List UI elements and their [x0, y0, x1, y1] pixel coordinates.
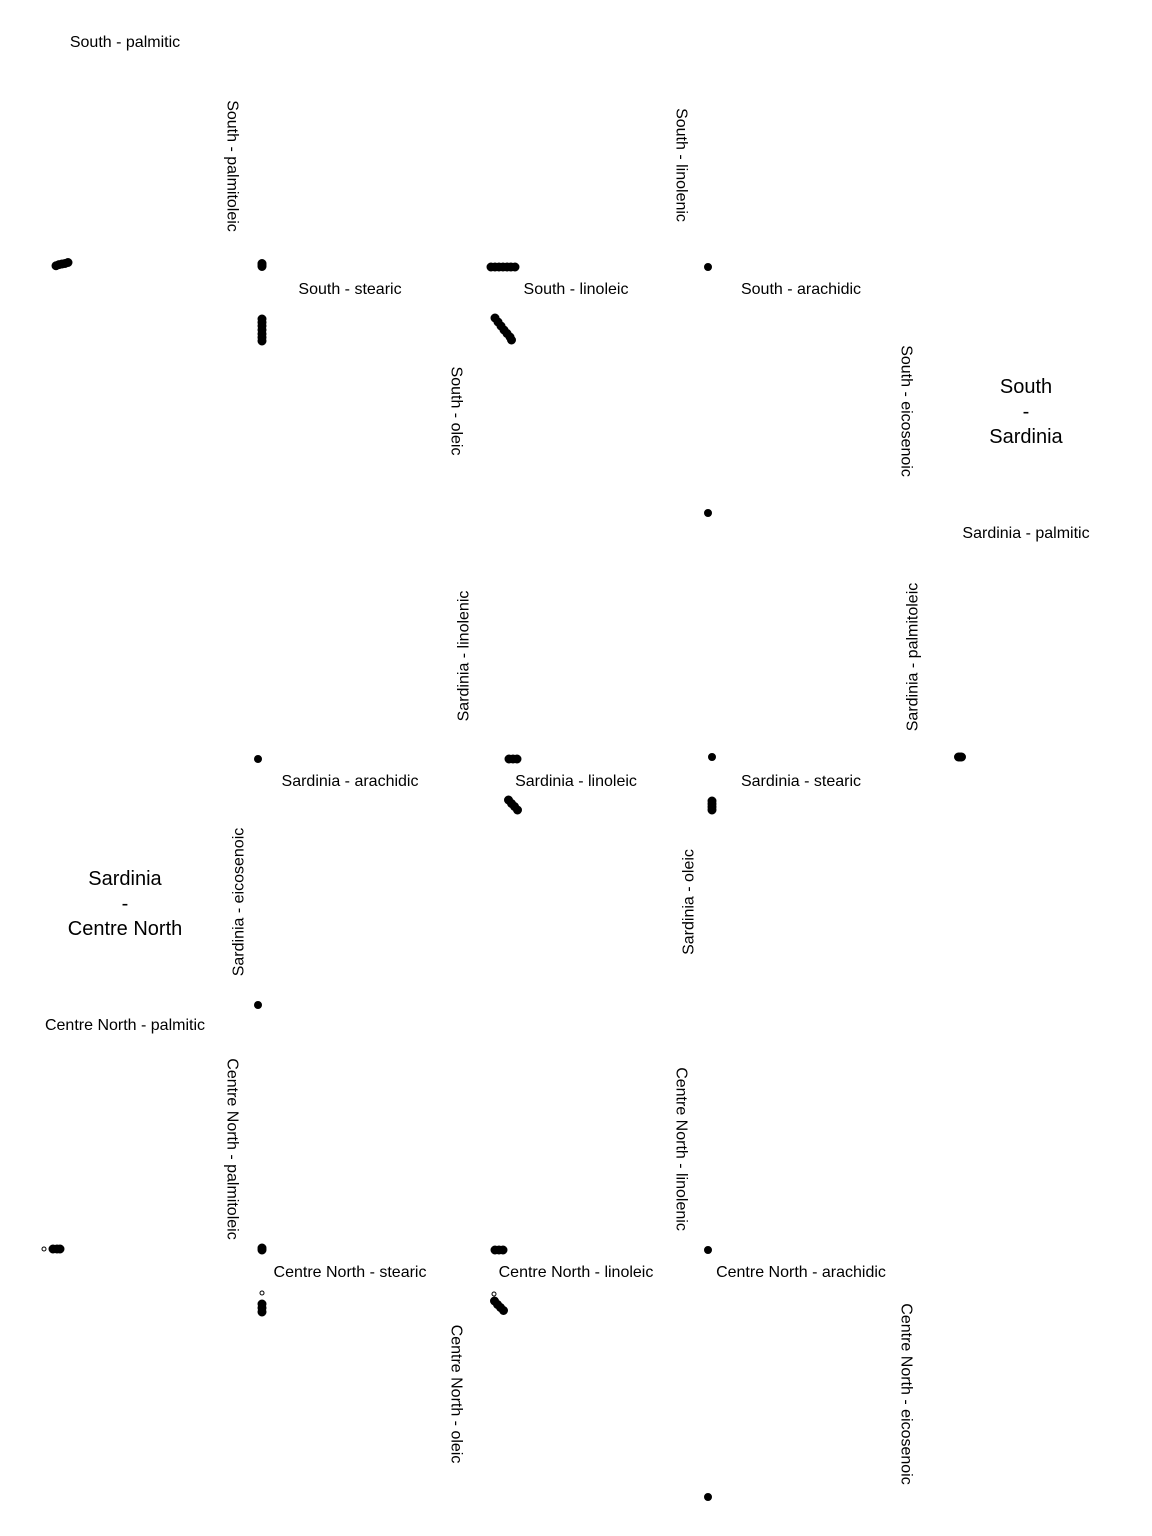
sardinia-block: Sardinia - palmitic Sardinia - palmitole…: [68, 525, 1090, 1009]
south-stearic-label: South - stearic: [298, 281, 401, 298]
centre-north-palmitoleic-label: Centre North - palmitoleic: [223, 1058, 240, 1239]
south-arachidic-label: South - arachidic: [741, 281, 861, 298]
south-eicosenoic-label: South - eicosenoic: [897, 345, 914, 477]
data-point: [512, 754, 522, 764]
centre-north-cluster-stearic-oleic: [257, 1290, 267, 1317]
sardinia-point-clusters: [254, 752, 966, 1009]
centre-north-linoleic-label: Centre North - linoleic: [499, 1264, 654, 1281]
outlier-point: [259, 1290, 265, 1296]
centre-north-palmitic-label: Centre North - palmitic: [45, 1017, 205, 1034]
data-point: [254, 1001, 262, 1009]
south-cluster-palmitoleic-stearic: [257, 259, 267, 271]
sardinia-cluster-palmitic-palmitoleic: [954, 752, 966, 762]
data-point: [513, 805, 522, 815]
south-palmitic-label: South - palmitic: [70, 34, 180, 51]
south-cluster-oleic-linoleic-top: [486, 262, 520, 272]
data-point: [704, 509, 712, 517]
block-title-line: -: [122, 893, 129, 915]
south-cluster-palmitic-palmitoleic: [51, 258, 73, 271]
south-point-clusters: [51, 258, 712, 517]
south-cluster-arachidic-eicosenoic: [704, 509, 712, 517]
data-point: [510, 262, 520, 272]
south-block: South - palmitic South - palmitoleic Sou…: [51, 34, 1064, 517]
data-point: [957, 752, 966, 762]
block-title-line: Sardinia: [88, 868, 162, 890]
block-title-line: Centre North: [68, 918, 183, 940]
centre-north-cluster-linolenic-arachidic: [704, 1246, 712, 1254]
data-point: [704, 1246, 712, 1254]
centre-north-cluster-arachidic-eicosenoic: [704, 1493, 712, 1501]
data-point: [498, 1245, 508, 1255]
sardinia-cluster-arachidic-eicosenoic: [254, 1001, 262, 1009]
centre-north-oleic-label: Centre North - oleic: [447, 1325, 464, 1464]
data-point: [704, 263, 712, 271]
data-point: [257, 1307, 267, 1317]
data-point: [257, 336, 267, 346]
block-title-line: -: [1023, 401, 1030, 423]
outlier-point: [491, 1291, 497, 1297]
centre-north-linolenic-label: Centre North - linolenic: [672, 1067, 689, 1231]
south-cluster-stearic-oleic: [257, 314, 267, 346]
south-block-title: South - Sardinia: [989, 376, 1063, 448]
south-oleic-label: South - oleic: [447, 367, 464, 456]
data-point: [55, 1244, 65, 1254]
south-linolenic-label: South - linolenic: [672, 108, 689, 222]
sardinia-arachidic-label: Sardinia - arachidic: [282, 773, 419, 790]
outlier-point: [41, 1246, 47, 1252]
sardinia-linolenic-label: Sardinia - linolenic: [456, 591, 473, 722]
centre-north-eicosenoic-label: Centre North - eicosenoic: [897, 1303, 914, 1484]
south-palmitoleic-label: South - palmitoleic: [223, 100, 240, 232]
block-title-line: Sardinia: [989, 426, 1063, 448]
sardinia-cluster-palmitoleic-stearic: [708, 753, 716, 761]
data-point: [254, 755, 262, 763]
data-point: [499, 1306, 508, 1315]
data-point: [63, 258, 73, 267]
data-point: [257, 1245, 267, 1255]
south-linoleic-label: South - linoleic: [524, 281, 629, 298]
sardinia-linoleic-label: Sardinia - linoleic: [515, 773, 637, 790]
sardinia-eicosenoic-label: Sardinia - eicosenoic: [231, 828, 248, 977]
data-point: [707, 805, 717, 815]
sardinia-cluster-stearic-oleic: [707, 796, 717, 815]
sardinia-block-title: Sardinia - Centre North: [68, 868, 183, 940]
centre-north-block: Centre North - palmitic Centre North - p…: [41, 1017, 914, 1501]
data-point: [708, 753, 716, 761]
sardinia-cluster-oleic-linoleic-top: [504, 754, 522, 764]
sardinia-cluster-linolenic-arachidic: [254, 755, 262, 763]
sardinia-oleic-label: Sardinia - oleic: [681, 849, 698, 955]
data-point: [704, 1493, 712, 1501]
centre-north-cluster-palmitoleic-stearic: [257, 1243, 267, 1255]
centre-north-arachidic-label: Centre North - arachidic: [716, 1264, 886, 1281]
centre-north-point-clusters: [41, 1243, 712, 1501]
south-cluster-linolenic-arachidic: [704, 263, 712, 271]
centre-north-cluster-oleic-linoleic-top: [490, 1245, 508, 1255]
centre-north-cluster-palmitic-palmitoleic: [41, 1244, 65, 1254]
block-title-line: South: [1000, 376, 1052, 398]
sardinia-palmitoleic-label: Sardinia - palmitoleic: [905, 583, 922, 732]
south-cluster-oleic-linoleic-diag: [490, 313, 516, 345]
centre-north-cluster-oleic-linoleic-diag: [490, 1291, 508, 1315]
data-point: [257, 262, 267, 271]
data-point: [507, 335, 516, 345]
centre-north-stearic-label: Centre North - stearic: [274, 1264, 427, 1281]
sardinia-palmitic-label: Sardinia - palmitic: [962, 525, 1089, 542]
sardinia-cluster-oleic-linoleic-diag: [504, 795, 522, 815]
sardinia-stearic-label: Sardinia - stearic: [741, 773, 861, 790]
